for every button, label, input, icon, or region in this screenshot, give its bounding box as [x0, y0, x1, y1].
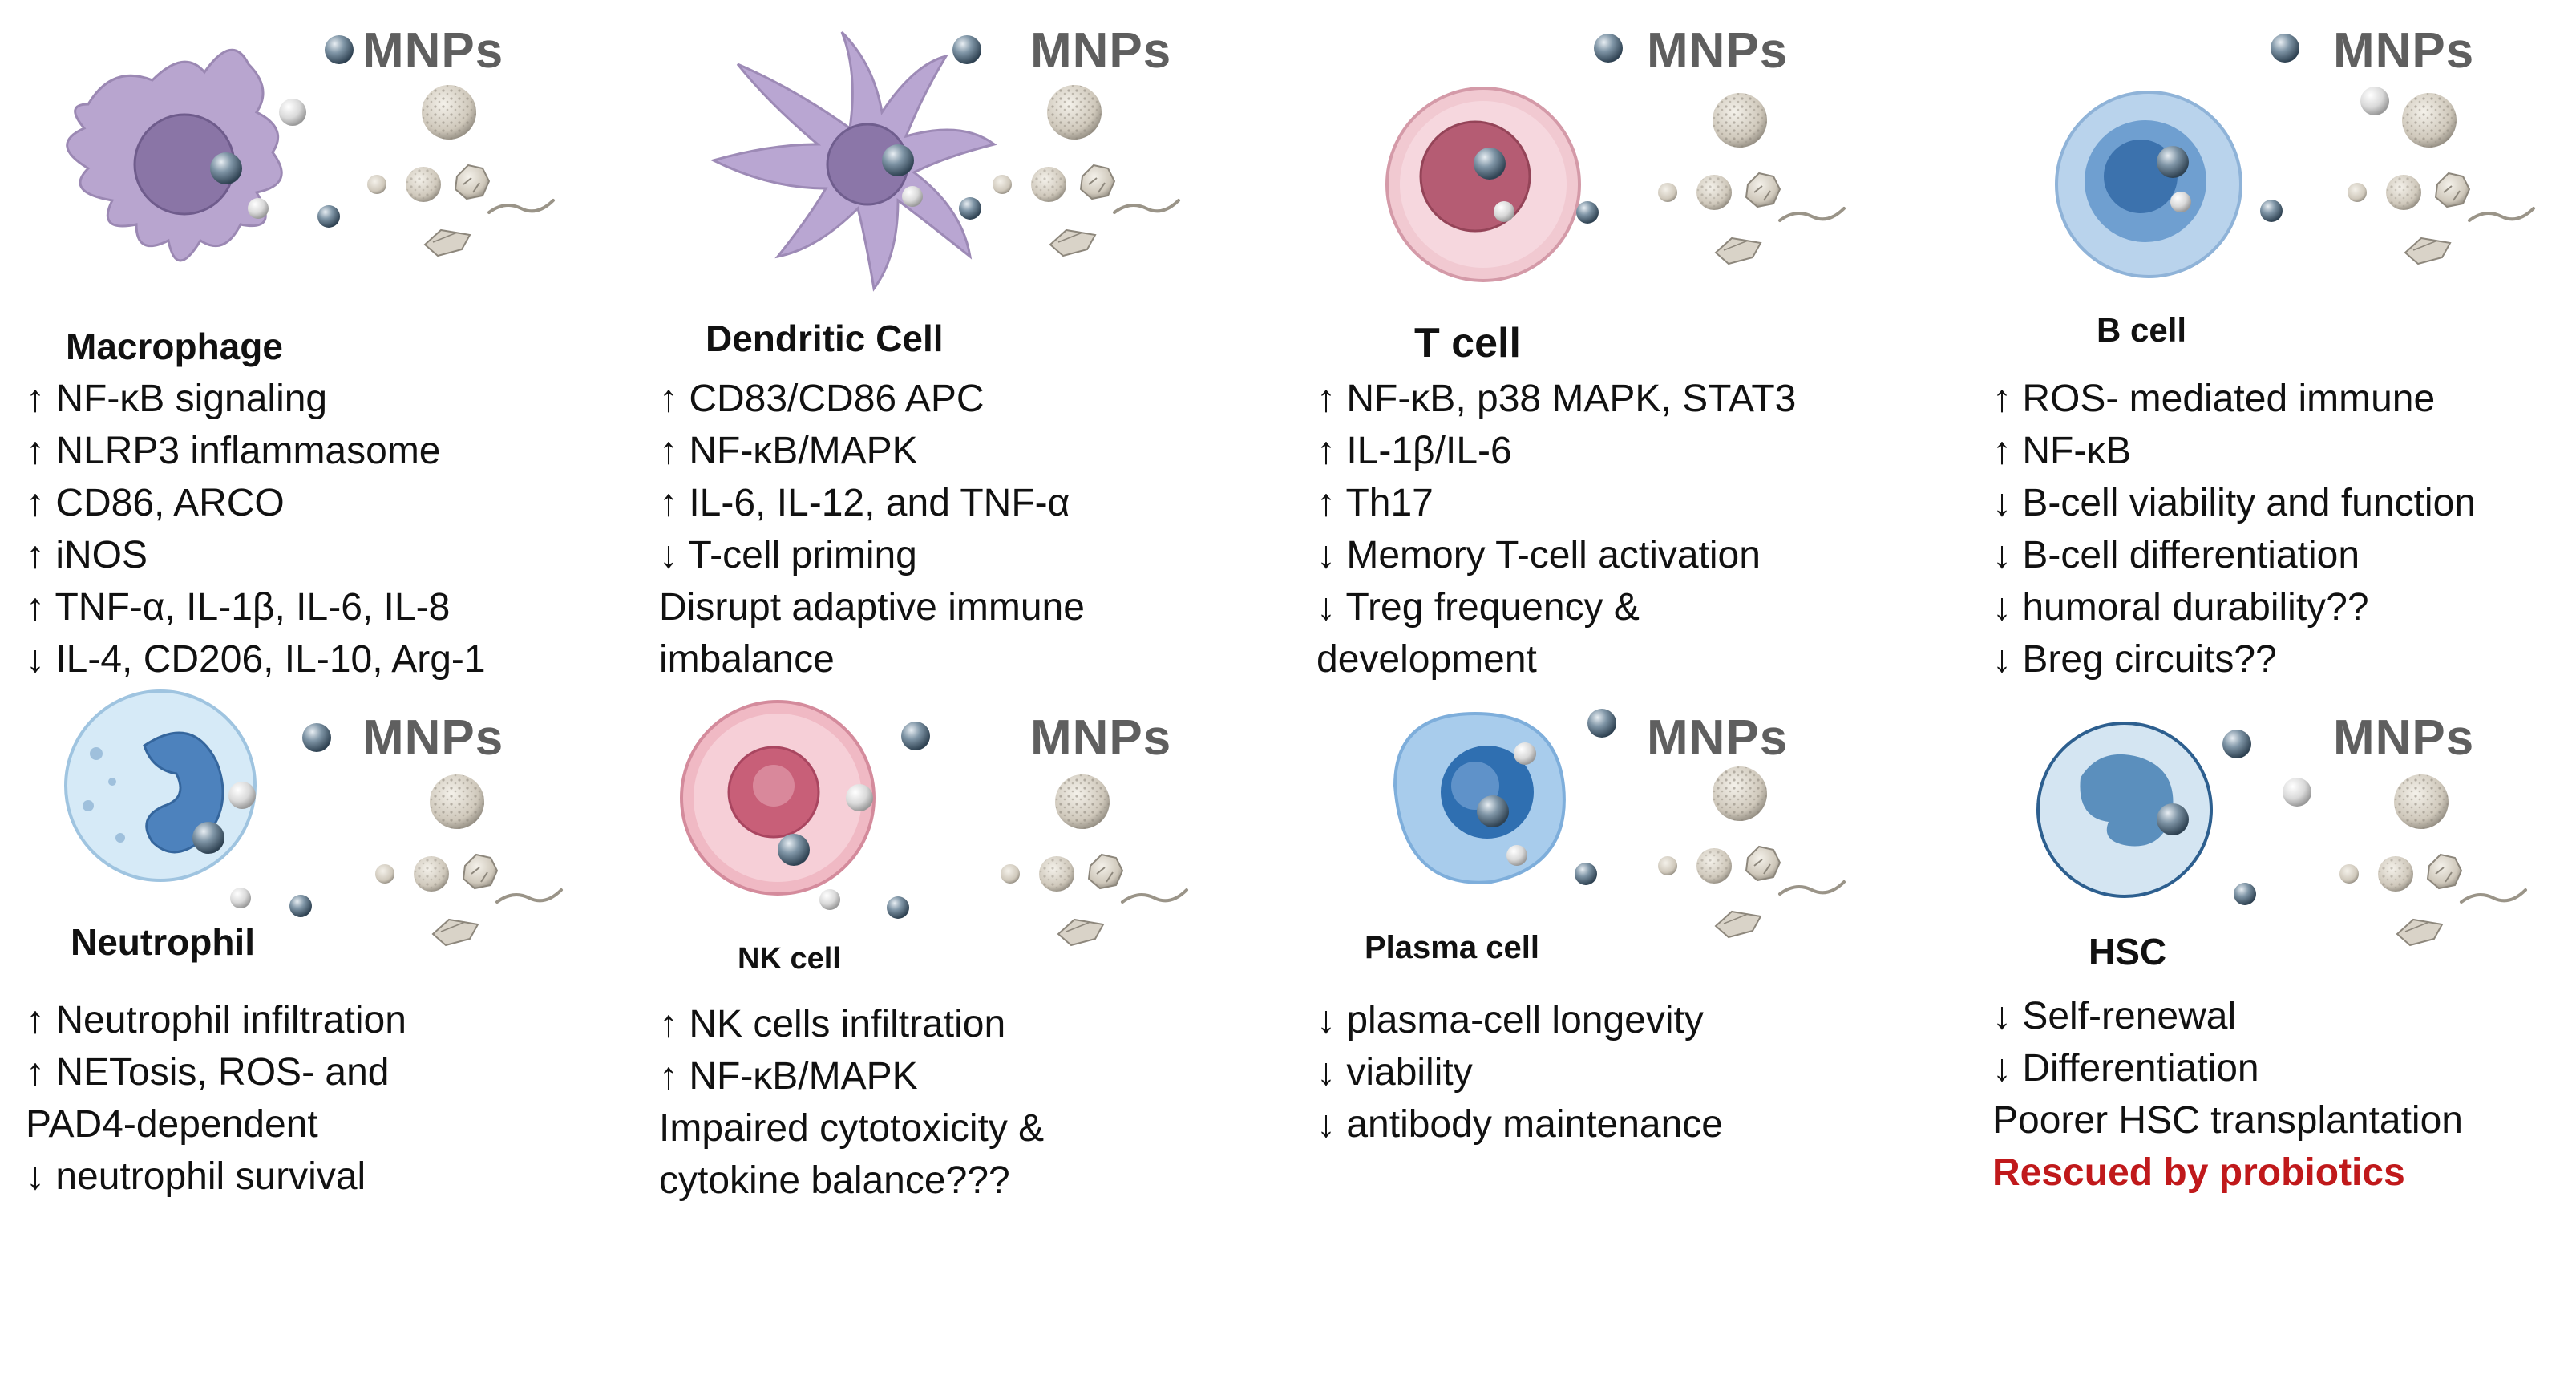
neutrophil-nucleus — [143, 731, 224, 854]
mnps-label: MNPs — [2333, 710, 2475, 766]
effect-line: ↑ NF-κB — [1992, 430, 2132, 472]
effect-line: ↓ T-cell priming — [659, 534, 917, 576]
effects-list-neutrophil: ↑ Neutrophil infiltration ↑ NETosis, ROS… — [26, 994, 406, 1203]
effect-line: ↑ ROS- mediated immune — [1992, 378, 2436, 420]
effects-list-hsc: ↓ Self-renewal ↓ Differentiation Poorer … — [1992, 990, 2463, 1199]
effect-line: ↑ NF-κB, p38 MAPK, STAT3 — [1316, 378, 1797, 420]
effect-line: PAD4-dependent — [26, 1103, 318, 1146]
effect-line: ↑ NF-κB/MAPK — [659, 1055, 918, 1098]
effect-line: Poorer HSC transplantation — [1992, 1099, 2463, 1142]
mnps-label: MNPs — [2333, 23, 2475, 79]
panel-hsc: MNPs HSC ↓ Self-renewal ↓ Differentiatio… — [1980, 698, 2576, 1387]
hsc-nucleus — [2080, 754, 2174, 847]
effect-line: ↓ IL-4, CD206, IL-10, Arg-1 — [26, 638, 486, 681]
effect-line: development — [1316, 638, 1537, 681]
dendritic-cell-illustration — [710, 30, 1180, 292]
effect-line: ↑ NF-κB/MAPK — [659, 430, 918, 472]
effect-line: ↓ Self-renewal — [1992, 995, 2237, 1037]
b-cell-illustration — [2055, 34, 2535, 278]
probiotics-rescue-note: Rescued by probiotics — [1992, 1151, 2405, 1194]
effect-line: ↓ viability — [1316, 1051, 1473, 1094]
effect-line: ↓ antibody maintenance — [1316, 1103, 1723, 1146]
macrophage-illustration — [66, 35, 555, 262]
cell-name-plasma-cell: Plasma cell — [1365, 930, 1539, 965]
effect-line: ↑ iNOS — [26, 534, 148, 576]
effect-line: ↓ plasma-cell longevity — [1316, 999, 1704, 1041]
effect-line: ↓ B-cell differentiation — [1992, 534, 2360, 576]
effect-line: ↓ Treg frequency & — [1316, 586, 1640, 629]
mnps-label: MNPs — [1647, 23, 1789, 79]
effect-line: ↓ neutrophil survival — [26, 1155, 366, 1198]
cell-name-b-cell: B cell — [2097, 311, 2187, 349]
cell-name-nk-cell: NK cell — [738, 942, 841, 976]
effects-list-b-cell: ↑ ROS- mediated immune ↑ NF-κB ↓ B-cell … — [1992, 373, 2476, 685]
effects-list-nk-cell: ↑ NK cells infiltration ↑ NF-κB/MAPK Imp… — [659, 998, 1044, 1207]
mnps-label: MNPs — [1030, 23, 1172, 79]
hsc-illustration — [2036, 722, 2527, 947]
mnps-label: MNPs — [1030, 710, 1172, 766]
cell-name-dendritic-cell: Dendritic Cell — [706, 317, 944, 359]
effect-line: ↓ humoral durability?? — [1992, 586, 2369, 629]
effect-line: ↑ NETosis, ROS- and — [26, 1051, 390, 1094]
effect-line: ↓ Memory T-cell activation — [1316, 534, 1761, 576]
effect-line: Impaired cytotoxicity & — [659, 1107, 1045, 1150]
effect-line: ↑ CD86, ARCO — [26, 482, 285, 524]
effect-line: ↑ Th17 — [1316, 482, 1434, 524]
effects-list-plasma-cell: ↓ plasma-cell longevity ↓ viability ↓ an… — [1316, 994, 1723, 1150]
t-cell-illustration — [1385, 34, 1846, 282]
plasma-cell-illustration — [1393, 709, 1846, 939]
effect-line: ↑ TNF-α, IL-1β, IL-6, IL-8 — [26, 586, 451, 629]
nk-cell-illustration — [680, 700, 1188, 947]
effect-line: Disrupt adaptive immune — [659, 586, 1085, 629]
mnps-label: MNPs — [362, 710, 504, 766]
cell-name-hsc: HSC — [2089, 931, 2167, 973]
effect-line: ↑ IL-1β/IL-6 — [1316, 430, 1512, 472]
effect-line: ↑ NK cells infiltration — [659, 1003, 1006, 1045]
neutrophil-body — [64, 689, 257, 882]
effects-list-dendritic-cell: ↑ CD83/CD86 APC ↑ NF-κB/MAPK ↑ IL-6, IL-… — [659, 373, 1085, 685]
effect-line: ↑ Neutrophil infiltration — [26, 999, 406, 1041]
effects-list-macrophage: ↑ NF-κB signaling ↑ NLRP3 inflammasome ↑… — [26, 373, 486, 685]
cell-name-macrophage: Macrophage — [66, 326, 283, 367]
mnps-label: MNPs — [1647, 710, 1789, 766]
mnps-label: MNPs — [362, 23, 504, 79]
panel-dendritic-cell: MNPs Dendritic Cell ↑ CD83/CD86 APC ↑ NF… — [657, 16, 1299, 706]
effect-line: ↑ NF-κB signaling — [26, 378, 328, 420]
effect-line: ↓ Differentiation — [1992, 1047, 2259, 1090]
effects-list-t-cell: ↑ NF-κB, p38 MAPK, STAT3 ↑ IL-1β/IL-6 ↑ … — [1316, 373, 1796, 685]
effect-line: ↓ B-cell viability and function — [1992, 482, 2476, 524]
panel-t-cell: MNPs T cell ↑ NF-κB, p38 MAPK, STAT3 ↑ I… — [1315, 16, 1956, 706]
cell-name-neutrophil: Neutrophil — [71, 921, 255, 963]
effect-line: ↑ CD83/CD86 APC — [659, 378, 985, 420]
panel-neutrophil: MNPs Neutrophil ↑ Neutrophil infiltratio… — [16, 689, 657, 1387]
neutrophil-illustration — [64, 689, 563, 947]
effect-line: cytokine balance??? — [659, 1159, 1010, 1202]
effect-line: ↑ IL-6, IL-12, and TNF-α — [659, 482, 1070, 524]
cell-name-t-cell: T cell — [1414, 320, 1521, 366]
effect-line: ↑ NLRP3 inflammasome — [26, 430, 441, 472]
panel-macrophage: MNPs Macrophage ↑ NF-κB signaling ↑ NLRP… — [16, 16, 657, 706]
panel-b-cell: MNPs B cell ↑ ROS- mediated immune ↑ NF-… — [1980, 16, 2576, 706]
panel-plasma-cell: MNPs Plasma cell ↓ plasma-cell longevity… — [1315, 698, 1956, 1387]
panel-nk-cell: MNPs NK cell ↑ NK cells infiltration ↑ N… — [657, 698, 1299, 1387]
effect-line: ↓ Breg circuits?? — [1992, 638, 2277, 681]
effect-line: imbalance — [659, 638, 835, 681]
